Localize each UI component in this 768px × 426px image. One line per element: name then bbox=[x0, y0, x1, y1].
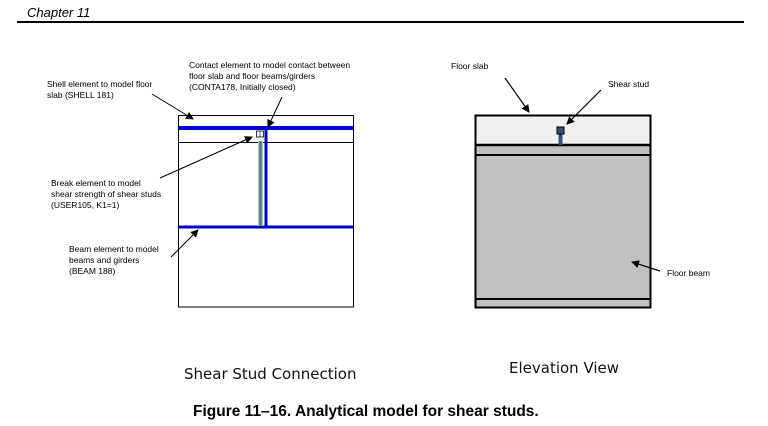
floor-beam-label: Floor beam bbox=[667, 268, 710, 278]
contact-element-label: Contact element to model contact between… bbox=[189, 60, 351, 92]
shear-stud bbox=[259, 141, 262, 226]
elevation-outline bbox=[474, 114, 652, 309]
floor-slab-label: Floor slab bbox=[451, 61, 489, 71]
beam-bottom-flange bbox=[476, 300, 650, 307]
elevation-view-diagram bbox=[474, 77, 661, 309]
shear-stud-connection-diagram bbox=[151, 93, 354, 308]
break-arrow bbox=[159, 136, 253, 179]
elevation-shear-stud bbox=[558, 127, 563, 145]
shell-arrow bbox=[151, 93, 194, 120]
beam-top-flange bbox=[476, 146, 650, 154]
beam-arrow bbox=[170, 229, 199, 258]
elevation-view-title: Elevation View bbox=[509, 359, 620, 377]
stud-head bbox=[556, 126, 565, 135]
shell-element-label: Shell element to model floor slab (SHELL… bbox=[47, 79, 153, 100]
beam-element-label: Beam element to model beams and girders … bbox=[69, 244, 159, 276]
contact-node bbox=[265, 126, 269, 130]
floor-slab-arrow bbox=[504, 77, 530, 113]
figure-caption: Figure 11–16. Analytical model for shear… bbox=[193, 403, 539, 420]
shear-stud-label: Shear stud bbox=[608, 79, 650, 89]
chapter-header: Chapter 11 bbox=[27, 5, 91, 20]
shear-stud-arrow bbox=[566, 89, 602, 125]
header-rule bbox=[17, 21, 744, 23]
floor-beam bbox=[476, 156, 650, 298]
contact-arrow bbox=[267, 96, 283, 128]
floor-beam-arrow bbox=[631, 260, 661, 272]
shear-stud-connection-title: Shear Stud Connection bbox=[184, 365, 357, 383]
break-element-label: Break element to model shear strength of… bbox=[51, 178, 162, 210]
